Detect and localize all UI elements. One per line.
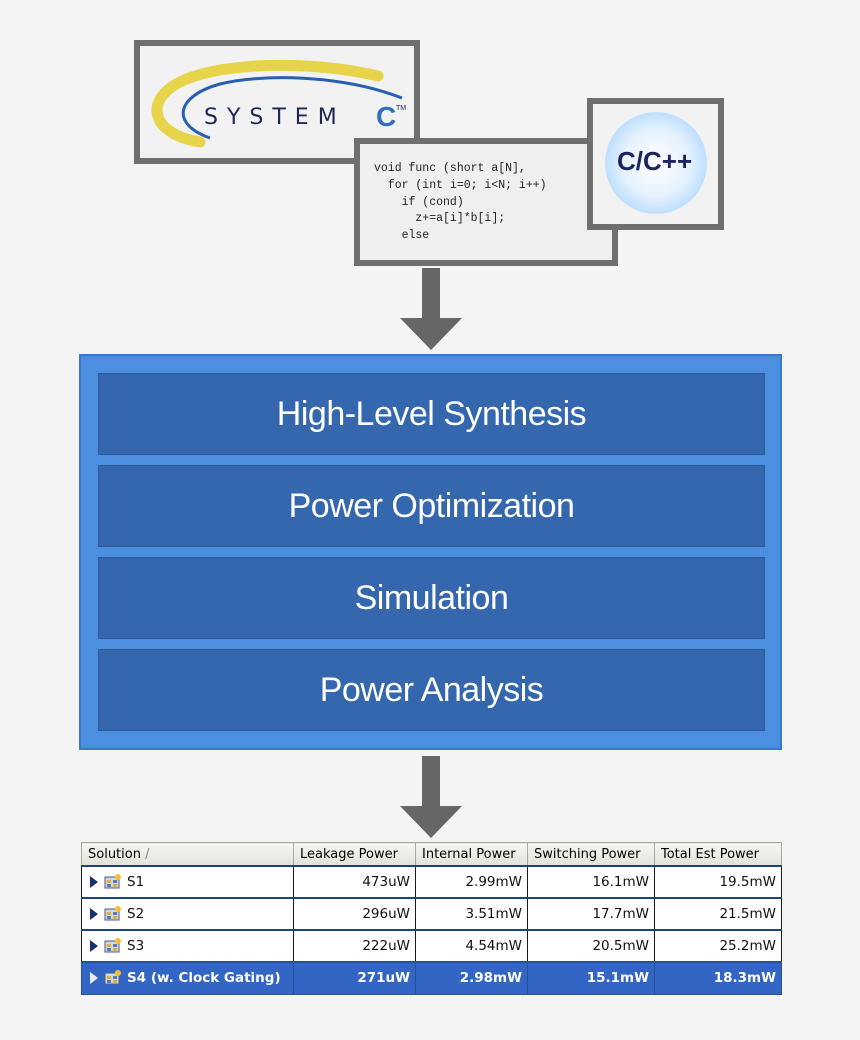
leakage-cell: 296uW xyxy=(293,897,416,931)
solution-cell[interactable]: S2 xyxy=(81,897,294,931)
switching-cell: 20.5mW xyxy=(527,929,655,963)
switching-cell: 16.1mW xyxy=(527,865,655,899)
column-header-switching-power[interactable]: Switching Power xyxy=(527,842,655,867)
systemc-logo-box: SYSTEM C TM xyxy=(134,40,420,164)
code-snippet: void func (short a[N], for (int i=0; i<N… xyxy=(374,161,547,245)
down-arrow-icon xyxy=(400,268,462,350)
solution-cell[interactable]: S1 xyxy=(81,865,294,899)
sort-indicator-icon: / xyxy=(145,846,150,862)
power-results-table: Solution / Leakage Power Internal Power … xyxy=(81,842,782,995)
total-cell: 19.5mW xyxy=(654,865,782,899)
code-line: void func (short a[N], xyxy=(374,162,526,175)
leakage-cell: 473uW xyxy=(293,865,416,899)
table-row[interactable]: S1 473uW 2.99mW 16.1mW 19.5mW xyxy=(81,865,782,899)
internal-cell: 4.54mW xyxy=(415,929,528,963)
systemc-logo: SYSTEM C TM xyxy=(151,59,406,148)
cpp-logo: C/C++ xyxy=(617,146,693,176)
stage-power-optimization: Power Optimization xyxy=(98,465,765,547)
stage-high-level-synthesis: High-Level Synthesis xyxy=(98,373,765,455)
column-header-internal-power[interactable]: Internal Power xyxy=(415,842,528,867)
expand-arrow-icon[interactable] xyxy=(90,908,98,920)
code-line: for (int i=0; i<N; i++) xyxy=(374,178,547,192)
internal-cell: 2.99mW xyxy=(415,865,528,899)
internal-cell: 2.98mW xyxy=(415,961,528,995)
column-header-total-est-power[interactable]: Total Est Power xyxy=(654,842,782,867)
column-header-leakage-power[interactable]: Leakage Power xyxy=(293,842,416,867)
cpp-logo-box: C/C++ xyxy=(587,98,724,230)
code-snippet-box: void func (short a[N], for (int i=0; i<N… xyxy=(354,138,618,266)
expand-arrow-icon[interactable] xyxy=(90,972,98,985)
code-line: z+=a[i]*b[i]; xyxy=(374,212,506,226)
leakage-cell: 222uW xyxy=(293,929,416,963)
solution-icon xyxy=(104,874,121,889)
stage-simulation: Simulation xyxy=(98,557,765,639)
solution-icon xyxy=(104,906,121,921)
solution-cell[interactable]: S4 (w. Clock Gating) xyxy=(81,961,294,995)
expand-arrow-icon[interactable] xyxy=(90,876,98,888)
switching-cell: 15.1mW xyxy=(527,961,655,995)
solution-icon xyxy=(104,970,121,985)
solution-icon xyxy=(104,938,121,953)
cpp-logo-glow xyxy=(605,112,707,214)
leakage-cell: 271uW xyxy=(293,961,416,995)
table-row[interactable]: S3 222uW 4.54mW 20.5mW 25.2mW xyxy=(81,929,782,963)
svg-text:TM: TM xyxy=(396,105,406,112)
internal-cell: 3.51mW xyxy=(415,897,528,931)
svg-text:C: C xyxy=(376,101,396,132)
table-row-selected[interactable]: S4 (w. Clock Gating) 271uW 2.98mW 15.1mW… xyxy=(81,961,782,995)
svg-text:SYSTEM: SYSTEM xyxy=(204,105,346,130)
down-arrow-icon xyxy=(400,756,462,838)
column-header-solution[interactable]: Solution / xyxy=(81,842,294,867)
table-header-row: Solution / Leakage Power Internal Power … xyxy=(81,842,782,867)
design-flow-block: High-Level Synthesis Power Optimization … xyxy=(79,354,782,750)
total-cell: 18.3mW xyxy=(654,961,782,995)
code-line: else xyxy=(374,229,430,243)
table-row[interactable]: S2 296uW 3.51mW 17.7mW 21.5mW xyxy=(81,897,782,931)
stage-power-analysis: Power Analysis xyxy=(98,649,765,731)
total-cell: 25.2mW xyxy=(654,929,782,963)
switching-cell: 17.7mW xyxy=(527,897,655,931)
code-line: if (cond) xyxy=(374,195,464,209)
expand-arrow-icon[interactable] xyxy=(90,940,98,952)
total-cell: 21.5mW xyxy=(654,897,782,931)
solution-cell[interactable]: S3 xyxy=(81,929,294,963)
